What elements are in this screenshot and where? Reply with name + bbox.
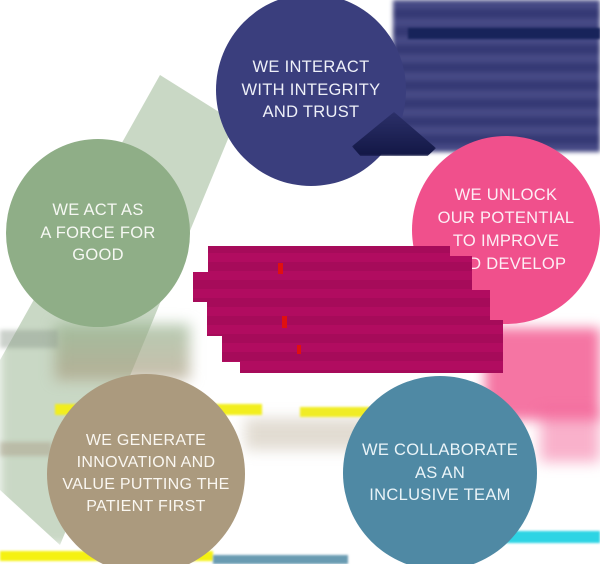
bubble-inclusive-team-label: WE COLLABORATE AS AN INCLUSIVE TEAM: [361, 440, 519, 505]
green-tan-blend-artifact: [55, 324, 190, 380]
red-fleck-artifact: [278, 263, 283, 274]
bubble-innovation-patient-first: WE GENERATE INNOVATION AND VALUE PUTTING…: [47, 374, 245, 564]
bubble-innovation-patient-first-label: WE GENERATE INNOVATION AND VALUE PUTTING…: [62, 431, 230, 516]
gray-streak-artifact: [0, 442, 52, 456]
bubble-unlock-potential: WE UNLOCK OUR POTENTIAL TO IMPROVE AND D…: [412, 136, 600, 324]
gray-streak-artifact: [0, 330, 58, 348]
blue-streak-artifact: [213, 555, 348, 564]
redacted-center-text: [193, 246, 503, 373]
navy-wash-artifact: [393, 0, 600, 152]
bubble-force-for-good: WE ACT AS A FORCE FOR GOOD: [6, 139, 190, 327]
dark-navy-stripe-artifact: [408, 28, 600, 39]
cyan-streak-artifact: [505, 531, 600, 543]
bubble-inclusive-team: WE COLLABORATE AS AN INCLUSIVE TEAM: [343, 376, 537, 564]
bubble-integrity-and-trust: WE INTERACT WITH INTEGRITY AND TRUST: [216, 0, 406, 186]
red-fleck-artifact: [282, 316, 287, 328]
pink-smear-artifact: [540, 412, 600, 462]
bubble-integrity-and-trust-label: WE INTERACT WITH INTEGRITY AND TRUST: [241, 57, 381, 122]
bubble-unlock-potential-label: WE UNLOCK OUR POTENTIAL TO IMPROVE AND D…: [437, 186, 575, 273]
bubble-force-for-good-label: WE ACT AS A FORCE FOR GOOD: [40, 200, 156, 265]
red-fleck-artifact: [297, 345, 301, 354]
